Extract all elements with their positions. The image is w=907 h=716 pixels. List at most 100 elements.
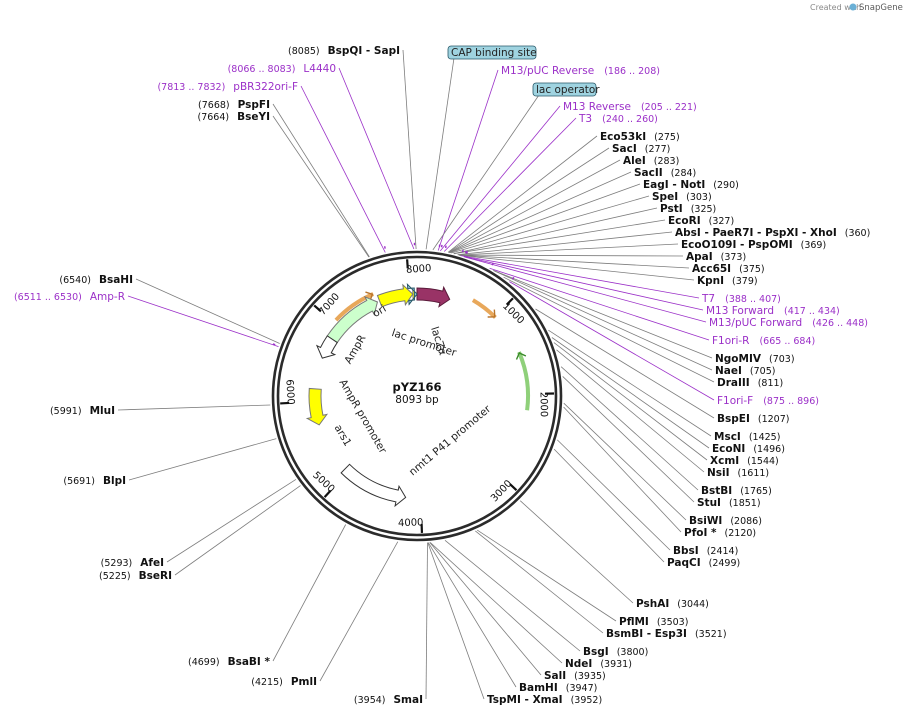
site-label-absi[interactable]: AbsI - PaeR7I - PspXI - XhoI(360): [675, 227, 870, 239]
site-name: NdeI: [565, 658, 592, 670]
primer-name: M13/pUC Reverse: [501, 65, 594, 77]
site-position: (1851): [729, 498, 761, 509]
primer-label-t3[interactable]: T3(240 .. 260): [578, 113, 658, 125]
site-label-smai[interactable]: (3954)SmaI: [354, 694, 423, 706]
site-label-draiii[interactable]: DraIII(811): [717, 377, 783, 389]
leader-lines: [117, 49, 715, 700]
svg-text:BspEI(1207): BspEI(1207): [717, 413, 789, 425]
primer-label-m13-puc-forward[interactable]: M13/pUC Forward (426 .. 448): [709, 317, 868, 329]
site-label-pfoi[interactable]: PfoI *(2120): [684, 527, 756, 539]
primer-label-m13-puc-reverse[interactable]: M13/pUC Reverse(186 .. 208): [501, 65, 660, 77]
primer-label-l4440[interactable]: (8066 .. 8083)L4440: [228, 63, 336, 75]
site-label-ndei[interactable]: NdeI(3931): [565, 658, 632, 670]
site-label-kpni[interactable]: KpnI(379): [697, 275, 758, 287]
credit-brand: SnapGene: [859, 3, 903, 13]
leader-line: [459, 254, 690, 269]
feature-box-cap-binding-site[interactable]: CAP binding site: [447, 45, 537, 60]
svg-text:(8066 .. 8083)L4440: (8066 .. 8083)L4440: [228, 63, 336, 75]
site-label-ecoo109i[interactable]: EcoO109I - PspOMI(369): [681, 239, 826, 251]
credit-label: Created with: [810, 3, 861, 12]
svg-text:SalI(3935): SalI(3935): [544, 670, 606, 682]
feature-box-bg: [532, 82, 597, 97]
site-label-nsii[interactable]: NsiI(1611): [707, 467, 769, 479]
site-position: (277): [645, 144, 671, 155]
primer-name: M13/pUC Forward: [709, 317, 802, 329]
primer-range: (665 .. 684): [759, 336, 815, 347]
site-label-alei[interactable]: AleI(283): [623, 155, 679, 167]
primer-label-f1ori-r[interactable]: F1ori-R(665 .. 684): [712, 335, 815, 347]
site-label-pmli[interactable]: (4215)PmlI: [251, 676, 317, 688]
primer-range: (426 .. 448): [812, 318, 868, 329]
site-label-naei[interactable]: NaeI(705): [715, 365, 775, 377]
site-label-bsiwi[interactable]: BsiWI(2086): [689, 515, 762, 527]
site-label-tspmi[interactable]: TspMI - XmaI(3952): [487, 694, 602, 706]
site-name: PspXI: [765, 227, 798, 239]
site-position: (3952): [571, 695, 603, 706]
site-label-bstbi[interactable]: BstBI(1765): [701, 485, 772, 497]
svg-text:NsiI(1611): NsiI(1611): [707, 467, 769, 479]
site-label-xcmi[interactable]: XcmI(1544): [710, 455, 779, 467]
site-position: (7668): [198, 100, 230, 111]
primer-label-f1ori-f[interactable]: F1ori-F(875 .. 896): [717, 395, 819, 407]
svg-text:TspMI - XmaI(3952): TspMI - XmaI(3952): [487, 694, 602, 706]
site-label-acc65i[interactable]: Acc65I(375): [692, 263, 765, 275]
leader-line: [551, 337, 710, 449]
svg-text:KpnI(379): KpnI(379): [697, 275, 758, 287]
svg-text:EagI - NotI(290): EagI - NotI(290): [643, 179, 739, 191]
site-label-bsgi[interactable]: BsgI(3800): [583, 646, 648, 658]
site-label-ecori[interactable]: EcoRI(327): [668, 215, 734, 227]
site-label-bamhi[interactable]: BamHI(3947): [519, 682, 597, 694]
site-label-ngomiv[interactable]: NgoMIV(703): [715, 353, 795, 365]
site-label-bseyi[interactable]: (7664)BseYI: [198, 111, 270, 123]
site-label-afei[interactable]: (5293)AfeI: [101, 557, 164, 569]
site-label-sali[interactable]: SalI(3935): [544, 670, 606, 682]
site-label-pflmi[interactable]: PflMI(3503): [619, 616, 688, 628]
site-position: (705): [750, 366, 776, 377]
site-position: (1496): [753, 444, 785, 455]
site-label-pshai[interactable]: PshAI(3044): [636, 598, 709, 610]
svg-text:(6540)BsaHI: (6540)BsaHI: [59, 274, 133, 286]
primer-name: pBR322ori-F: [233, 81, 298, 93]
site-label-econi[interactable]: EcoNI(1496): [712, 443, 785, 455]
site-label-bspqi[interactable]: (8085)BspQI - SapI: [288, 45, 400, 57]
site-name: TspMI: [487, 694, 521, 706]
site-label-apai[interactable]: ApaI(373): [686, 251, 746, 263]
site-label-spei[interactable]: SpeI(303): [652, 191, 712, 203]
primer-label-m13-reverse[interactable]: M13 Reverse(205 .. 221): [563, 101, 697, 113]
site-label-sacii[interactable]: SacII(284): [634, 167, 696, 179]
site-label-msci[interactable]: MscI(1425): [714, 431, 780, 443]
site-label-paqci[interactable]: PaqCI(2499): [667, 557, 740, 569]
svg-text:Acc65I(375): Acc65I(375): [692, 263, 765, 275]
site-name: BstBI: [701, 485, 732, 497]
site-label-bspei[interactable]: BspEI(1207): [717, 413, 789, 425]
primer-label-pbr322ori-f[interactable]: (7813 .. 7832) pBR322ori-F: [157, 81, 298, 93]
site-label-bseri[interactable]: (5225)BseRI: [99, 570, 172, 582]
site-position: (360): [845, 228, 871, 239]
feature-box-bg: [447, 45, 537, 60]
site-position: (4699): [188, 657, 220, 668]
site-label-eagi[interactable]: EagI - NotI(290): [643, 179, 739, 191]
site-label-mlui[interactable]: (5991)MluI: [50, 405, 115, 417]
site-label-bsmbi[interactable]: BsmBI - Esp3I(3521): [606, 628, 727, 640]
site-label-bbsi[interactable]: BbsI(2414): [673, 545, 738, 557]
svg-text:(4699)BsaBI *: (4699)BsaBI *: [188, 656, 270, 668]
site-label-psti[interactable]: PstI(325): [660, 203, 716, 215]
site-label-eco53ki[interactable]: Eco53kI(275): [600, 131, 680, 143]
site-label-stui[interactable]: StuI(1851): [697, 497, 761, 509]
feature-box-lac-operator[interactable]: lac operator: [532, 82, 600, 97]
primer-label-m13-forward[interactable]: M13 Forward(417 .. 434): [706, 305, 840, 317]
site-separator: -: [736, 239, 748, 251]
primer-label-amp-r[interactable]: (6511 .. 6530)Amp-R: [14, 291, 125, 303]
svg-text:AbsI - PaeR7I - PspXI - XhoI(3: AbsI - PaeR7I - PspXI - XhoI(360): [675, 227, 870, 239]
primer-range: (7813 .. 7832): [157, 82, 225, 93]
site-label-bsabi[interactable]: (4699)BsaBI *: [188, 656, 270, 668]
site-separator: -: [753, 227, 765, 239]
site-label-pspfi[interactable]: (7668)PspFI: [198, 99, 270, 111]
site-label-bsahi[interactable]: (6540)BsaHI: [59, 274, 133, 286]
tick-label: 4000: [398, 517, 424, 529]
primer-label-t7[interactable]: T7(388 .. 407): [701, 293, 781, 305]
tick-mark: [509, 483, 518, 492]
site-label-blpi[interactable]: (5691)BlpI: [63, 475, 126, 487]
site-label-saci[interactable]: SacI(277): [612, 143, 670, 155]
primer-range: (875 .. 896): [763, 396, 819, 407]
